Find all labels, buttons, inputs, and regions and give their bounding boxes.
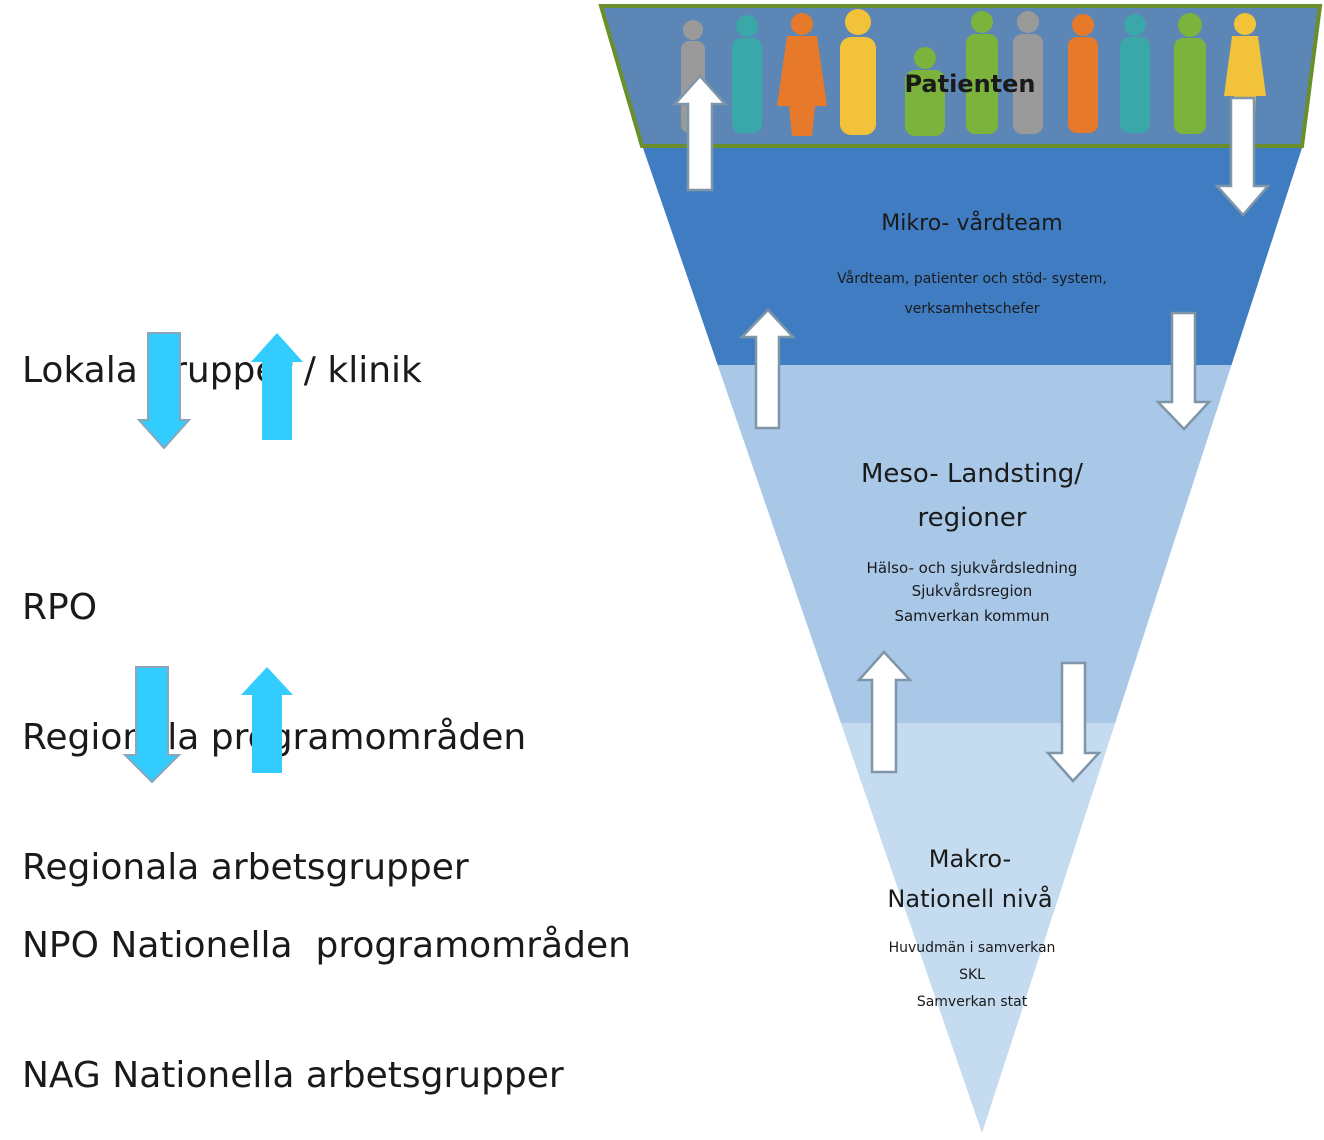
up-arrow-icon xyxy=(241,667,293,773)
meso-level-band xyxy=(643,365,1302,723)
regional-workgroups-text: Regionala arbetsgrupper xyxy=(22,846,469,888)
makro-title-line-1: Makro- xyxy=(929,845,1011,873)
down-arrow-icon xyxy=(122,666,182,784)
level-national-label: NPO Nationella programområden NAG Nation… xyxy=(22,838,631,1140)
makro-level-text: Makro- Nationell nivå Huvudmän i samverk… xyxy=(887,845,1055,1010)
makro-level-band xyxy=(643,723,1302,1133)
meso-sub-line-1: Hälso- och sjukvårdsledning xyxy=(867,559,1078,577)
left-arrows xyxy=(122,332,303,784)
people-silhouettes-icon xyxy=(681,9,1266,136)
micro-title: Mikro- vårdteam xyxy=(881,210,1062,236)
micro-level-text: Mikro- vårdteam Vårdteam, patienter och … xyxy=(837,210,1107,317)
meso-level-text: Meso- Landsting/ regioner Hälso- och sju… xyxy=(861,459,1083,625)
down-arrow-icon xyxy=(136,332,192,450)
npo-text: NPO Nationella programområden xyxy=(22,925,631,967)
up-arrow-icon xyxy=(856,650,913,774)
makro-sub-line-2: SKL xyxy=(959,967,985,983)
down-arrow-icon xyxy=(1155,311,1212,431)
down-arrow-icon xyxy=(1214,96,1271,217)
pyramid-arrows xyxy=(672,74,1271,783)
meso-title-line-1: Meso- Landsting/ xyxy=(861,459,1083,489)
rpo-text: RPO xyxy=(22,587,98,629)
patient-label: Patienten xyxy=(904,70,1035,98)
up-arrow-icon xyxy=(739,308,796,430)
micro-sub-line-1: Vårdteam, patienter och stöd- system, xyxy=(837,270,1107,287)
patient-band: Patienten xyxy=(598,4,1323,148)
meso-sub-line-2: Sjukvårdsregion xyxy=(912,582,1033,600)
meso-sub-line-3: Samverkan kommun xyxy=(894,607,1049,625)
makro-sub-line-3: Samverkan stat xyxy=(917,994,1028,1010)
makro-sub-line-1: Huvudmän i samverkan xyxy=(889,940,1056,956)
down-arrow-icon xyxy=(1045,661,1102,783)
up-arrow-icon xyxy=(672,74,728,192)
nag-text: NAG Nationella arbetsgrupper xyxy=(22,1054,564,1096)
inverted-pyramid xyxy=(643,148,1302,1133)
micro-sub-line-2: verksamhetschefer xyxy=(904,301,1039,317)
meso-title-line-2: regioner xyxy=(918,503,1027,533)
makro-title-line-2: Nationell nivå xyxy=(887,884,1052,913)
up-arrow-icon xyxy=(251,333,303,440)
